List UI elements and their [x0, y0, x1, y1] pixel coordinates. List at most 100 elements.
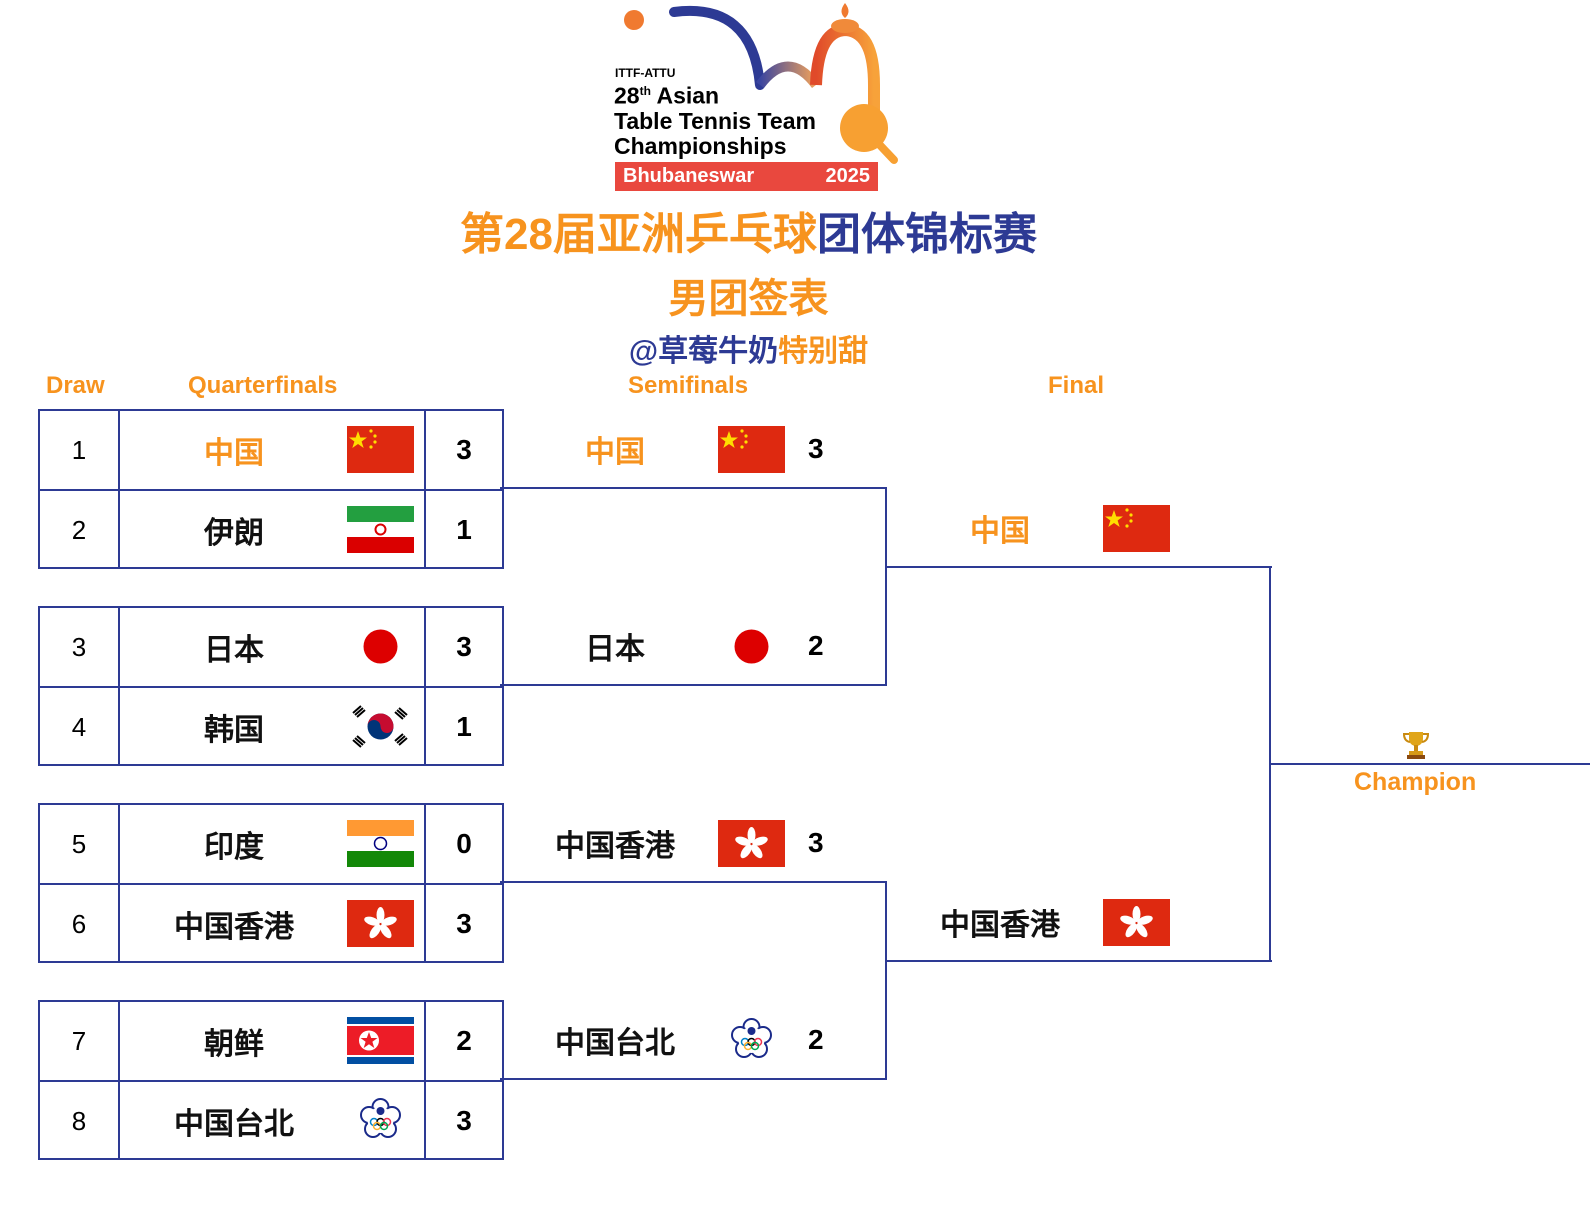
bracket-line — [885, 487, 887, 686]
draw-number: 8 — [40, 1082, 120, 1160]
team-score: 3 — [456, 434, 472, 465]
flag-taipei-icon — [718, 1017, 785, 1064]
team-score: 2 — [808, 630, 824, 661]
qf-row: 2 伊朗 1 — [40, 489, 502, 569]
bracket-line — [885, 566, 1272, 568]
logo-year: 2025 — [825, 165, 871, 187]
qf-match: 3 日本 3 4 韩国 1 — [38, 606, 504, 766]
author-credit: @草莓牛奶特别甜 — [0, 326, 1497, 370]
bracket-line — [1269, 763, 1590, 765]
team-name: 韩国 — [204, 714, 264, 747]
team-name: 印度 — [204, 831, 264, 864]
qf-row: 4 韩国 1 — [40, 686, 502, 766]
draw-number: 1 — [40, 411, 120, 489]
qf-row: 8 中国台北 3 — [40, 1080, 502, 1160]
author-part1: @草莓牛奶 — [628, 335, 779, 368]
qf-match: 1 中国 3 2 伊朗 1 — [38, 409, 504, 569]
logo-line3: Championships — [614, 132, 787, 159]
logo-line2: Table Tennis Team — [614, 107, 816, 134]
bracket-line — [885, 881, 887, 1080]
trophy-icon — [1402, 732, 1430, 759]
flag-dprk-icon — [347, 1017, 414, 1064]
team-cell: 中国 — [120, 411, 426, 489]
team-name: 中国香港 — [174, 911, 294, 944]
qf-row: 3 日本 3 — [40, 608, 502, 686]
qf-row: 6 中国香港 3 — [40, 883, 502, 963]
flag-india-icon — [347, 820, 414, 867]
sf-entry: 中国香港 3 — [490, 818, 870, 868]
logo-line1: Asian — [656, 82, 720, 109]
logo-text: 28th Asian Table Tennis Team Championshi… — [614, 79, 816, 159]
flag-hongkong-icon — [718, 820, 785, 867]
flag-china-icon — [347, 426, 414, 473]
sf-entry: 中国台北 2 — [490, 1015, 870, 1065]
page-subtitle: 男团签表 — [668, 277, 829, 321]
title-part1: 第28届亚洲乒乓球 — [460, 210, 817, 259]
author-part2: 特别甜 — [778, 335, 869, 368]
final-entry: 中国香港 — [875, 897, 1195, 947]
final-entry: 中国 — [875, 503, 1195, 553]
team-name: 中国台北 — [555, 1027, 675, 1060]
logo-edition: 28 — [614, 82, 640, 109]
team-score: 3 — [456, 631, 472, 662]
team-name: 中国 — [970, 515, 1030, 548]
team-cell: 中国台北 — [120, 1082, 426, 1160]
flag-china-icon — [718, 426, 785, 473]
team-score: 2 — [808, 1024, 824, 1055]
logo-city: Bhubaneswar — [623, 165, 755, 187]
page-title: 第28届亚洲乒乓球团体锦标赛 — [0, 198, 1497, 262]
logo-graphic — [624, 3, 898, 164]
flag-iran-icon — [347, 506, 414, 553]
qf-row: 7 朝鲜 2 — [40, 1002, 502, 1080]
team-name: 中国香港 — [940, 909, 1060, 942]
team-name: 中国 — [204, 437, 264, 470]
bracket-line — [500, 684, 887, 686]
header-quarterfinals: Quarterfinals — [188, 372, 338, 399]
title-part2: 团体锦标赛 — [816, 210, 1037, 259]
team-cell: 朝鲜 — [120, 1002, 426, 1080]
draw-number: 7 — [40, 1002, 120, 1080]
flag-hongkong-icon — [1103, 899, 1170, 946]
team-cell: 中国香港 — [120, 885, 426, 963]
team-name: 日本 — [204, 634, 264, 667]
team-score: 3 — [456, 1105, 472, 1136]
team-score: 1 — [456, 711, 472, 742]
draw-number: 5 — [40, 805, 120, 883]
team-name: 日本 — [585, 633, 645, 666]
draw-number: 2 — [40, 491, 120, 569]
qf-match: 7 朝鲜 2 8 中国台北 3 — [38, 1000, 504, 1160]
team-name: 伊朗 — [204, 517, 264, 550]
logo-banner: Bhubaneswar 2025 — [615, 162, 878, 191]
header-draw: Draw — [46, 372, 105, 399]
flag-china-icon — [1103, 505, 1170, 552]
team-cell: 日本 — [120, 608, 426, 686]
qf-row: 5 印度 0 — [40, 805, 502, 883]
team-score: 3 — [808, 433, 824, 464]
team-name: 朝鲜 — [204, 1028, 264, 1061]
header-final: Final — [1048, 372, 1105, 399]
team-score: 2 — [456, 1025, 472, 1056]
team-score: 0 — [456, 828, 472, 859]
draw-number: 6 — [40, 885, 120, 963]
team-name: 中国台北 — [174, 1108, 294, 1141]
flag-japan-icon — [347, 623, 414, 670]
draw-number: 4 — [40, 688, 120, 766]
sf-entry: 中国 3 — [490, 424, 870, 474]
team-score: 3 — [808, 827, 824, 858]
qf-match: 5 印度 0 6 中国香港 3 — [38, 803, 504, 963]
flag-taipei-icon — [347, 1097, 414, 1144]
logo-org: ITTF-ATTU — [615, 66, 676, 80]
team-score: 1 — [456, 514, 472, 545]
team-cell: 伊朗 — [120, 491, 426, 569]
team-name: 中国 — [585, 436, 645, 469]
bracket-line — [500, 487, 887, 489]
bracket-line — [500, 881, 887, 883]
sf-entry: 日本 2 — [490, 621, 870, 671]
team-cell: 韩国 — [120, 688, 426, 766]
team-score: 3 — [456, 908, 472, 939]
logo-edition-sup: th — [639, 84, 651, 98]
flag-korea-icon — [347, 703, 414, 750]
bracket-line — [885, 960, 1272, 962]
team-cell: 印度 — [120, 805, 426, 883]
